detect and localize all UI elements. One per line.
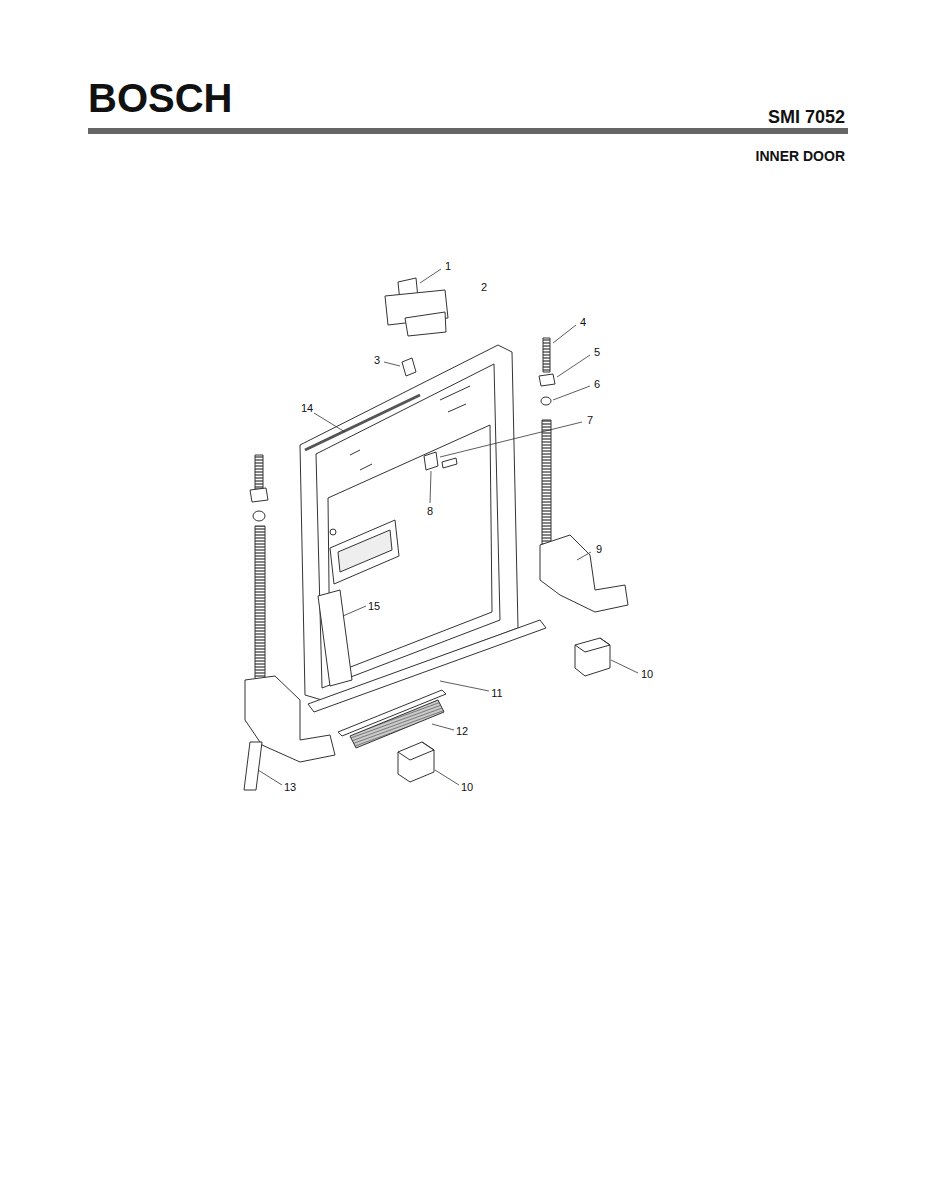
top-seal: [305, 395, 420, 450]
callout-number: 3: [374, 355, 380, 366]
callout-number: 4: [580, 317, 586, 328]
foot-block-edge: [575, 638, 610, 652]
callout-number: 10: [461, 782, 473, 793]
dispenser: [330, 520, 399, 584]
brand-logo: BOSCH: [88, 78, 232, 118]
callout-number: 9: [596, 544, 602, 555]
door-tub: [328, 425, 492, 675]
door-details: [350, 386, 470, 470]
foot-block: [575, 638, 610, 676]
dispenser-lid: [338, 530, 392, 572]
spring: [255, 526, 265, 686]
catch-pin: [442, 458, 457, 468]
screw: [543, 338, 550, 372]
clip: [250, 488, 268, 502]
callout-number: 8: [427, 506, 433, 517]
page-heading: INNER DOOR: [756, 149, 845, 163]
callout-number: 12: [456, 726, 468, 737]
foot-block: [398, 742, 434, 782]
callout-number: 14: [301, 403, 313, 414]
catch: [424, 452, 438, 470]
hinge: [540, 535, 628, 612]
side-plate: [318, 590, 352, 686]
latch-cover: [405, 312, 446, 336]
callout-number: 6: [594, 379, 600, 390]
callout-number: 11: [491, 688, 502, 699]
strip-holder: [338, 690, 446, 736]
ring: [541, 397, 551, 405]
spring: [542, 420, 551, 550]
leader-lines: [258, 269, 638, 785]
ring: [253, 511, 265, 521]
callout-number: 2: [481, 282, 487, 293]
model-number: SMI 7052: [768, 108, 845, 126]
callout-number: 7: [587, 415, 593, 426]
small-clip: [402, 358, 416, 376]
clip: [539, 374, 555, 386]
foot-block-edge: [398, 742, 434, 760]
callout-number: 13: [284, 782, 296, 793]
screw: [255, 455, 263, 489]
door-inner: [316, 364, 500, 688]
callout-number: 10: [641, 669, 653, 680]
callout-number: 1: [445, 261, 451, 272]
header-rule: [88, 128, 848, 134]
door-screw: [330, 529, 336, 535]
callout-number: 5: [594, 347, 600, 358]
hinge-link: [244, 742, 262, 790]
callout-number: 15: [368, 601, 380, 612]
